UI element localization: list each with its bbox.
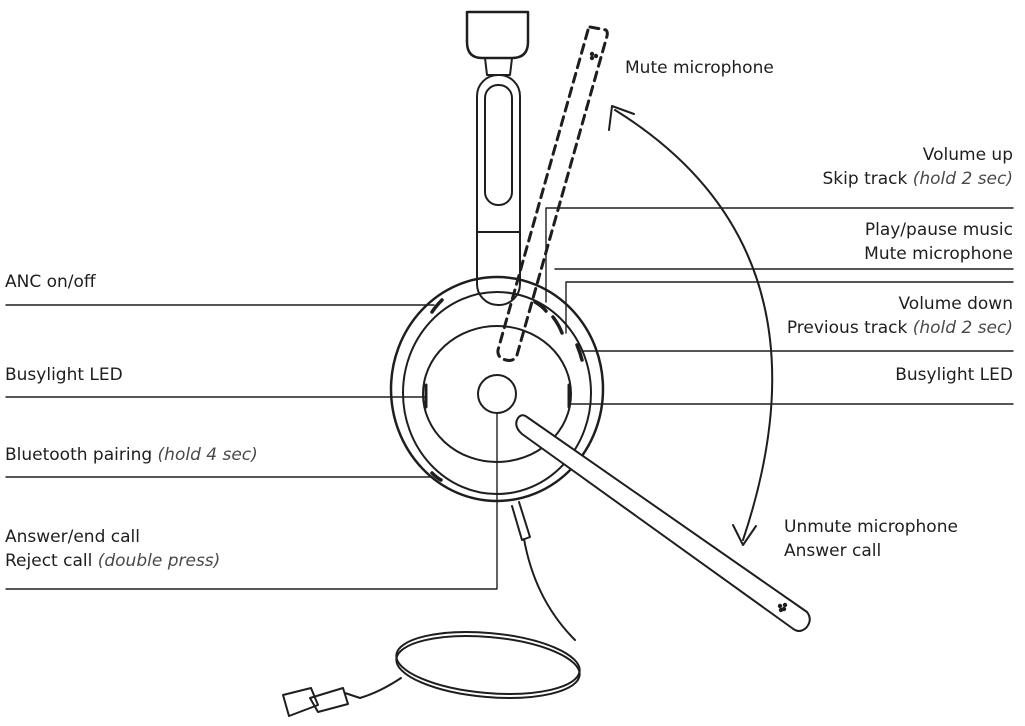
callout-text: Play/pause music: [864, 220, 1013, 240]
callout-mute-microphone: Mute microphone: [625, 56, 774, 80]
leader-answer: [5, 412, 498, 590]
callout-text: Volume up: [922, 145, 1013, 165]
callout-text: Busylight LED: [5, 365, 123, 385]
headband: [465, 10, 530, 306]
callout-text: Mute microphone: [625, 58, 774, 78]
callout-text: Answer/end call: [5, 527, 140, 547]
callout-text: Skip track: [822, 169, 908, 189]
callout-text: Volume down: [898, 294, 1013, 314]
microphone-boom-raised: [496, 25, 609, 362]
callout-note: (double press): [97, 551, 221, 571]
callout-text: Answer call: [784, 541, 882, 561]
callout-note: (hold 4 sec): [157, 445, 258, 465]
callout-busylight-left: Busylight LED: [5, 363, 123, 387]
callout-bluetooth: Bluetooth pairing (hold 4 sec): [5, 443, 258, 467]
callout-text: Unmute microphone: [784, 517, 958, 537]
leader-lines: [5, 207, 1014, 590]
callout-note: (hold 2 sec): [912, 169, 1013, 189]
callout-volume-down: Volume down Previous track (hold 2 sec): [787, 292, 1013, 340]
callout-note: (hold 2 sec): [912, 318, 1013, 338]
callout-volume-up: Volume up Skip track (hold 2 sec): [823, 143, 1013, 191]
callout-text: Mute microphone: [864, 244, 1013, 264]
callout-busylight-right: Busylight LED: [895, 363, 1013, 387]
callout-anc: ANC on/off: [5, 270, 96, 294]
callout-text: Busylight LED: [895, 365, 1013, 385]
callout-text: Reject call: [5, 551, 93, 571]
callout-answer-call: Answer/end call Reject call (double pres…: [5, 525, 220, 573]
callout-play-pause: Play/pause music Mute microphone: [864, 218, 1013, 266]
usb-cable: [282, 501, 581, 717]
microphone-boom: [515, 414, 811, 632]
callout-text: ANC on/off: [5, 272, 96, 292]
rotation-arrow: [608, 105, 774, 546]
leader-volume-down: [565, 281, 1014, 334]
leader-volume-up: [545, 207, 1014, 303]
callout-text: Previous track: [786, 318, 908, 338]
callout-text: Bluetooth pairing: [5, 445, 153, 465]
callout-unmute: Unmute microphone Answer call: [784, 515, 958, 563]
